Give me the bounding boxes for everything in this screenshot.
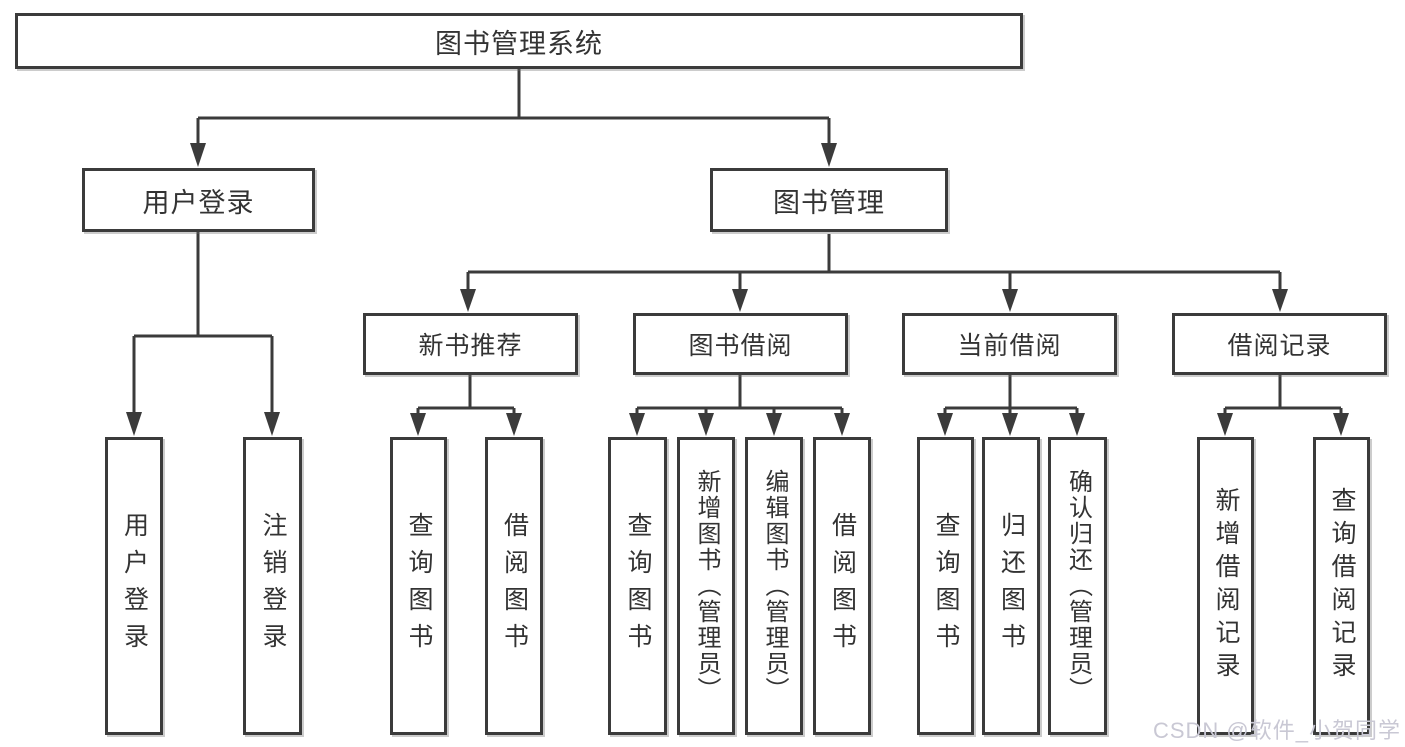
node-root-system: 图书管理系统 [15,13,1023,69]
leaf-query-book-1: 查询图书 [390,437,447,735]
leaf-return-book: 归还图书 [982,437,1040,735]
leaf-query-borrow-record: 查询借阅记录 [1313,437,1370,735]
leaf-confirm-return-admin: 确认归还（管理员） [1048,437,1107,735]
leaf-query-book-3: 查询图书 [917,437,974,735]
leaf-add-borrow-record: 新增借阅记录 [1197,437,1254,735]
leaf-borrow-book-2-label: 借阅图书 [828,512,857,660]
node-borrow-record: 借阅记录 [1172,313,1387,375]
leaf-user-login: 用户登录 [105,437,163,735]
leaf-borrow-book-2: 借阅图书 [813,437,871,735]
node-root-system-label: 图书管理系统 [435,28,603,59]
leaf-logout-label: 注销登录 [259,512,287,660]
leaf-logout: 注销登录 [243,437,302,735]
node-book-borrow-label: 图书借阅 [688,332,793,360]
leaf-return-book-label: 归还图书 [997,512,1026,660]
leaf-edit-book-admin-label: 编辑图书（管理员） [761,469,788,703]
leaf-confirm-return-admin-label: 确认归还（管理员） [1064,469,1092,703]
node-user-login: 用户登录 [82,168,315,232]
leaf-user-login-label: 用户登录 [120,512,149,660]
node-current-borrow: 当前借阅 [902,313,1117,375]
leaf-query-book-1-label: 查询图书 [405,512,433,660]
node-book-borrow: 图书借阅 [633,313,848,375]
node-new-book-recommend: 新书推荐 [363,313,578,375]
csdn-watermark: CSDN @软件_小贺同学 [1152,718,1401,743]
leaf-add-book-admin: 新增图书（管理员） [677,437,735,735]
node-user-login-label: 用户登录 [142,187,255,218]
node-borrow-record-label: 借阅记录 [1227,332,1332,360]
node-book-management-label: 图书管理 [773,187,885,218]
leaf-edit-book-admin: 编辑图书（管理员） [745,437,803,735]
leaf-query-book-2: 查询图书 [608,437,667,735]
node-new-book-recommend-label: 新书推荐 [418,332,523,360]
leaf-query-borrow-record-label: 查询借阅记录 [1328,487,1356,685]
leaf-borrow-book-1-label: 借阅图书 [500,512,529,660]
leaf-query-book-3-label: 查询图书 [932,512,960,660]
leaf-add-borrow-record-label: 新增借阅记录 [1212,487,1240,685]
leaf-add-book-admin-label: 新增图书（管理员） [693,469,720,703]
node-book-management: 图书管理 [710,168,948,232]
node-current-borrow-label: 当前借阅 [957,332,1062,360]
leaf-borrow-book-1: 借阅图书 [485,437,543,735]
leaf-query-book-2-label: 查询图书 [624,512,652,660]
